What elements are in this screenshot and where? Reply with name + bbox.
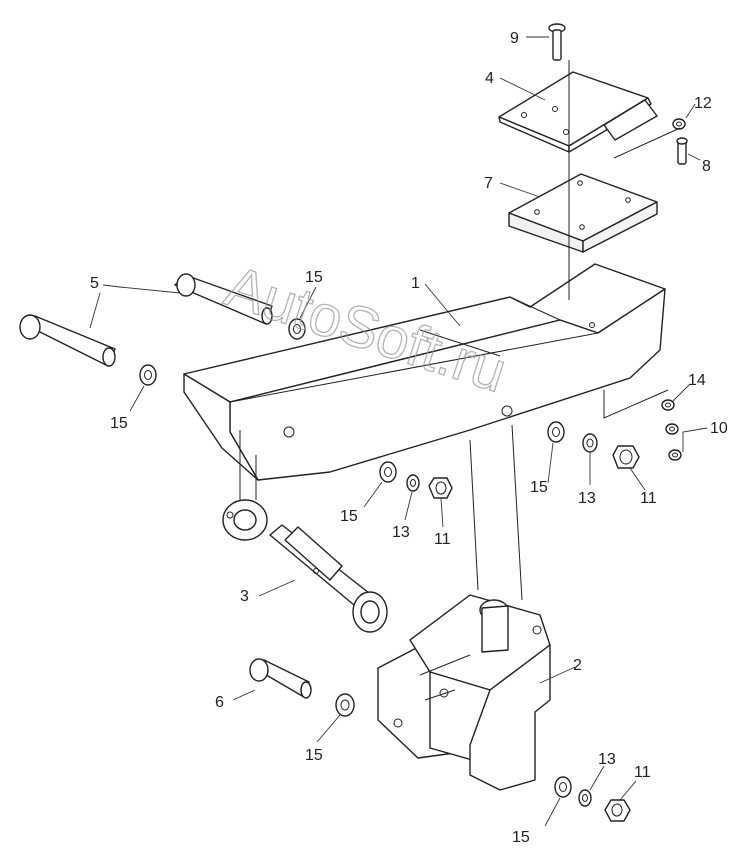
callout-15-lower-right: 15 <box>512 829 530 846</box>
callout-1: 1 <box>411 275 420 292</box>
part-2-lower-bracket <box>377 594 551 791</box>
callout-13-lower: 13 <box>598 751 616 768</box>
part-7-pad <box>508 173 658 253</box>
part-11-nut-right <box>612 445 640 469</box>
part-10-washer-lower <box>668 449 682 461</box>
callout-13-right: 13 <box>578 490 596 507</box>
part-11-nut-mid <box>428 477 453 499</box>
callout-11-mid: 11 <box>434 531 451 548</box>
part-15-washer-upper <box>288 318 306 340</box>
part-4-bracket-plate <box>498 71 658 153</box>
callout-8: 8 <box>702 158 711 175</box>
part-10-washer-upper <box>665 423 679 435</box>
callout-15-mid: 15 <box>340 508 358 525</box>
callout-5: 5 <box>90 275 99 292</box>
callout-2: 2 <box>573 657 582 674</box>
callout-15-left: 15 <box>110 415 128 432</box>
part-9-bolt <box>548 23 566 61</box>
leader-lines <box>89 36 708 827</box>
callout-11-right: 11 <box>640 490 657 507</box>
callout-12: 12 <box>694 95 712 112</box>
callout-3: 3 <box>240 588 249 605</box>
part-15-washer-mid <box>379 461 397 483</box>
part-5-bolt-upper <box>174 273 273 325</box>
callout-15-upper: 15 <box>305 269 323 286</box>
callout-13-mid: 13 <box>392 524 410 541</box>
callout-9: 9 <box>510 30 519 47</box>
callout-11-lower: 11 <box>634 764 651 781</box>
callout-labels: 9 4 12 8 7 1 5 15 15 15 13 11 14 10 15 1… <box>90 30 728 846</box>
part-15-washer-right <box>547 421 565 443</box>
callout-15-bottom: 15 <box>305 747 323 764</box>
part-13-spring-washer-mid <box>406 474 420 492</box>
part-12-nut <box>672 118 686 130</box>
part-15-washer-left <box>139 364 157 386</box>
callout-7: 7 <box>484 175 493 192</box>
callout-15-right: 15 <box>530 479 548 496</box>
part-13-spring-washer-right <box>582 433 598 453</box>
part-15-washer-bottom <box>335 693 355 717</box>
part-14-nut <box>661 399 675 411</box>
callout-10: 10 <box>710 420 728 437</box>
callout-6: 6 <box>215 694 224 711</box>
part-5-bolt-lower <box>19 314 116 367</box>
part-6-bolt <box>249 658 312 699</box>
part-8-bolt <box>676 137 688 165</box>
part-15-washer-lower-right <box>554 776 572 798</box>
callout-4: 4 <box>485 70 494 87</box>
part-11-nut-lower <box>604 799 631 822</box>
callout-14: 14 <box>688 372 706 389</box>
part-13-spring-washer-lower <box>578 789 592 807</box>
part-3-link-rod <box>222 499 388 633</box>
